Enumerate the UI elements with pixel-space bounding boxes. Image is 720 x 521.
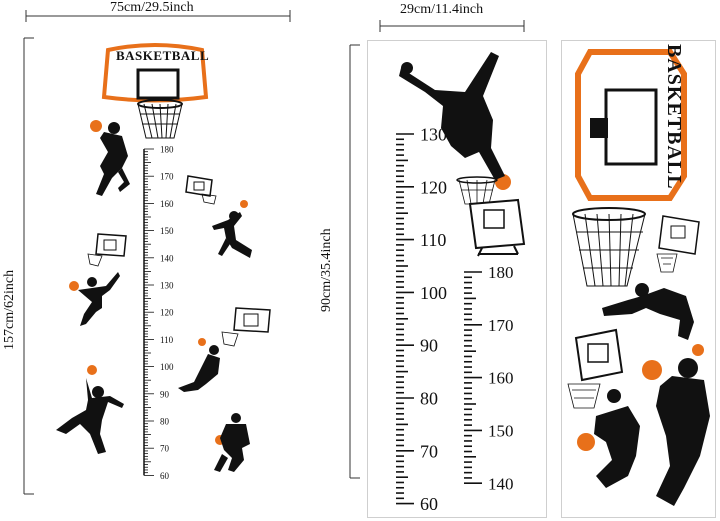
player-silhouette-icon (212, 200, 252, 258)
net-icon (572, 207, 646, 287)
middle-ruler-b: 180 170 160 150 140 (464, 263, 514, 493)
ruler-label: 100 (420, 283, 447, 303)
mini-hoop-icon (185, 175, 217, 205)
scale-label: 150 (160, 226, 174, 236)
ruler-label: 120 (420, 177, 447, 197)
left-width-label: 75cm/29.5inch (110, 0, 194, 15)
player-silhouette-icon (602, 283, 704, 356)
scale-label: 170 (160, 172, 174, 182)
ruler-label: 160 (488, 369, 514, 388)
player-silhouette-icon (399, 52, 511, 190)
left-height-scale: 180 170 160 150 140 130 120 110 100 90 80 70 60 (143, 145, 174, 481)
player-silhouette-icon (69, 272, 120, 326)
ruler-label: 130 (420, 124, 447, 144)
scale-label: 130 (160, 281, 174, 291)
ruler-label: 150 (488, 422, 514, 441)
scale-label: 140 (160, 253, 174, 263)
scale-label: 100 (160, 362, 174, 372)
mid-height-label: 90cm/35.4inch (319, 228, 334, 312)
player-silhouette-icon (577, 358, 710, 506)
player-silhouette-icon (178, 338, 220, 392)
scale-label: 160 (160, 199, 174, 209)
mini-hoop-icon (221, 307, 271, 347)
mini-hoop-icon (656, 215, 700, 273)
mid-width-label: 29cm/11.4inch (400, 2, 484, 17)
player-silhouette-icon (56, 365, 124, 454)
ruler-label: 170 (488, 316, 514, 335)
ruler-label: 60 (420, 494, 438, 514)
mini-hoop-icon (567, 328, 624, 409)
scale-label: 180 (160, 145, 174, 155)
ruler-label: 110 (420, 230, 446, 250)
left-basketball-hoop-icon (101, 43, 209, 139)
mini-hoop-icon (87, 233, 127, 267)
ruler-label: 140 (488, 474, 514, 493)
right-sheet-title: BASKETBALL (663, 44, 685, 190)
ruler-label: 80 (420, 388, 438, 408)
scale-label: 90 (160, 389, 170, 399)
right-basketball-hoop-icon (575, 49, 687, 201)
scale-label: 80 (160, 417, 170, 427)
scale-label: 70 (160, 444, 170, 454)
player-silhouette-icon (90, 120, 130, 196)
scale-label: 60 (160, 471, 170, 481)
player-silhouette-icon (214, 413, 250, 472)
mini-hoop-icon (468, 198, 526, 257)
left-chart-title: BASKETBALL (116, 48, 210, 63)
ruler-label: 70 (420, 441, 438, 461)
ruler-label: 180 (488, 263, 514, 282)
scale-label: 110 (160, 335, 174, 345)
middle-ruler-a: 130 120 110 100 90 80 70 60 (396, 124, 447, 514)
scale-label: 120 (160, 308, 174, 318)
ruler-label: 90 (420, 336, 438, 356)
